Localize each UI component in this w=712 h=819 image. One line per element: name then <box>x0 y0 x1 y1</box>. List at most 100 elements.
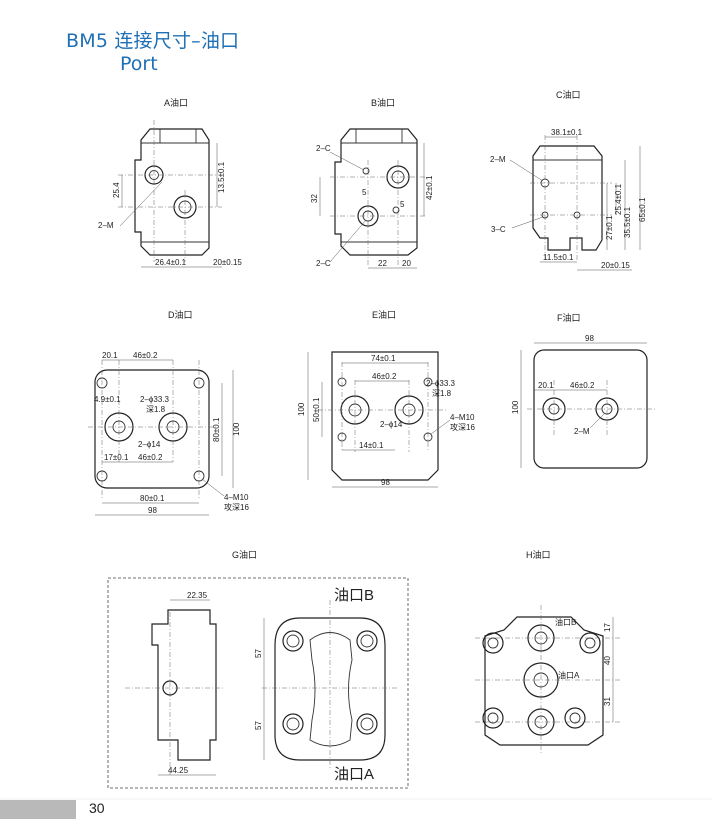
figure-c: C油口 38.1±0.1 27±0.1 25.4±0.1 35.5±0.1 65… <box>490 89 647 271</box>
figure-d-caption: D油口 <box>168 309 193 320</box>
figure-f-caption: F油口 <box>557 312 581 323</box>
figure-g-bolt-hole <box>356 630 378 652</box>
svg-text:44.25: 44.25 <box>168 766 189 775</box>
page-number: 30 <box>89 800 105 816</box>
svg-text:11.5±0.1: 11.5±0.1 <box>543 253 574 262</box>
svg-text:46±0.2: 46±0.2 <box>372 372 397 381</box>
svg-text:46±0.2: 46±0.2 <box>133 351 158 360</box>
svg-text:攻深16: 攻深16 <box>450 422 475 432</box>
svg-text:74±0.1: 74±0.1 <box>371 354 396 363</box>
svg-text:26.4±0.1: 26.4±0.1 <box>155 258 187 267</box>
svg-text:32: 32 <box>310 194 319 203</box>
svg-text:100: 100 <box>297 402 306 416</box>
figure-h: H油口 17 40 31 油口B 油口A <box>475 549 620 755</box>
svg-text:57: 57 <box>254 721 263 730</box>
svg-text:20.1: 20.1 <box>102 351 118 360</box>
figure-b-outline <box>334 128 418 256</box>
svg-text:98: 98 <box>585 334 594 343</box>
figure-d-plate <box>94 369 210 489</box>
figure-h-outline <box>484 616 604 746</box>
figure-b-caption: B油口 <box>371 97 395 108</box>
figure-a-caption: A油口 <box>164 97 188 108</box>
svg-text:2–C: 2–C <box>316 259 331 268</box>
svg-text:2–ϕ14: 2–ϕ14 <box>138 440 161 449</box>
svg-text:2–ϕ14: 2–ϕ14 <box>380 420 403 429</box>
svg-text:5: 5 <box>362 188 367 197</box>
figure-h-bolt-hole <box>482 707 504 729</box>
svg-text:2–M: 2–M <box>574 427 590 436</box>
figure-g: G油口 22.35 44.25 57 57 油口B 油口A <box>107 549 409 789</box>
figure-h-port-b-label: 油口B <box>555 617 576 627</box>
figure-g-bolt-hole <box>282 713 304 735</box>
svg-text:4–M10: 4–M10 <box>224 493 249 502</box>
page-subtitle: Port <box>120 53 158 75</box>
svg-text:22.35: 22.35 <box>187 591 208 600</box>
figure-e-caption: E油口 <box>372 309 396 320</box>
svg-text:46±0.2: 46±0.2 <box>138 453 163 462</box>
svg-text:2–M: 2–M <box>98 221 114 230</box>
figure-h-bolt-hole <box>579 632 601 654</box>
svg-text:4.9±0.1: 4.9±0.1 <box>94 395 121 404</box>
svg-text:42±0.1: 42±0.1 <box>425 175 434 200</box>
figure-e: E油口 74±0.1 46±0.2 100 50±0.1 14±0.1 98 2… <box>297 309 475 488</box>
svg-text:20±0.15: 20±0.15 <box>601 261 630 270</box>
svg-text:22: 22 <box>378 259 387 268</box>
svg-text:13.5±0.1: 13.5±0.1 <box>217 161 226 193</box>
svg-text:3–C: 3–C <box>491 225 506 234</box>
svg-text:98: 98 <box>148 506 157 515</box>
figure-g-face-cavity <box>309 632 353 747</box>
svg-text:25.4±0.1: 25.4±0.1 <box>614 183 623 215</box>
svg-text:100: 100 <box>511 400 520 414</box>
svg-text:攻深16: 攻深16 <box>224 502 249 512</box>
svg-text:2–ϕ33.3: 2–ϕ33.3 <box>426 379 456 388</box>
svg-text:46±0.2: 46±0.2 <box>570 381 595 390</box>
svg-text:2–M: 2–M <box>490 155 506 164</box>
figure-a: A油口 25.4 13.5±0.1 26.4±0.1 20±0.15 2–M <box>98 97 242 268</box>
svg-text:80±0.1: 80±0.1 <box>140 494 165 503</box>
footer-bar <box>0 800 76 819</box>
svg-text:17: 17 <box>603 623 612 632</box>
svg-text:40: 40 <box>603 656 612 665</box>
figure-c-caption: C油口 <box>556 89 581 100</box>
figure-h-bolt-hole <box>564 707 586 729</box>
svg-text:17±0.1: 17±0.1 <box>104 453 129 462</box>
svg-text:2–ϕ33.3: 2–ϕ33.3 <box>140 395 170 404</box>
svg-text:20: 20 <box>402 259 411 268</box>
figure-g-bolt-hole <box>282 630 304 652</box>
svg-text:20±0.15: 20±0.15 <box>213 258 242 267</box>
figure-b: B油口 32 42±0.1 5 5 22 20 2–C 2–C <box>310 97 434 269</box>
figure-f: F油口 98 20.1 46±0.2 100 2–M <box>511 312 655 469</box>
svg-text:31: 31 <box>603 697 612 706</box>
figure-g-side-view <box>151 609 217 761</box>
figure-c-outline <box>532 145 603 251</box>
figure-h-caption: H油口 <box>526 549 551 560</box>
svg-text:27±0.1: 27±0.1 <box>605 215 614 240</box>
figure-a-outline <box>134 128 210 256</box>
figure-g-face-outline <box>274 617 386 761</box>
svg-text:5: 5 <box>400 200 405 209</box>
svg-text:98: 98 <box>381 478 390 487</box>
svg-text:65±0.1: 65±0.1 <box>638 197 647 222</box>
svg-text:50±0.1: 50±0.1 <box>312 397 321 422</box>
figure-g-bolt-hole <box>356 713 378 735</box>
figure-d: D油口 20.1 46±0.2 4.9±0.1 80±0.1 100 17±0.… <box>88 309 249 516</box>
svg-text:深1.8: 深1.8 <box>146 405 166 414</box>
svg-text:38.1±0.1: 38.1±0.1 <box>551 128 583 137</box>
svg-text:深1.8: 深1.8 <box>432 389 452 398</box>
svg-text:20.1: 20.1 <box>538 381 554 390</box>
svg-text:4–M10: 4–M10 <box>450 413 475 422</box>
figure-g-port-b-label: 油口B <box>334 587 374 604</box>
figure-g-port-a-label: 油口A <box>334 766 374 783</box>
figure-h-port-a-label: 油口A <box>558 670 580 680</box>
page-title: BM5 连接尺寸–油口 <box>66 30 240 52</box>
svg-text:35.5±0.1: 35.5±0.1 <box>623 206 632 238</box>
figure-g-caption: G油口 <box>232 549 257 560</box>
figure-e-plate <box>331 351 439 481</box>
svg-text:80±0.1: 80±0.1 <box>212 417 221 442</box>
svg-text:14±0.1: 14±0.1 <box>359 441 384 450</box>
svg-text:25.4: 25.4 <box>112 182 121 198</box>
figure-g-frame <box>107 577 409 789</box>
svg-text:100: 100 <box>232 422 241 436</box>
svg-text:57: 57 <box>254 649 263 658</box>
